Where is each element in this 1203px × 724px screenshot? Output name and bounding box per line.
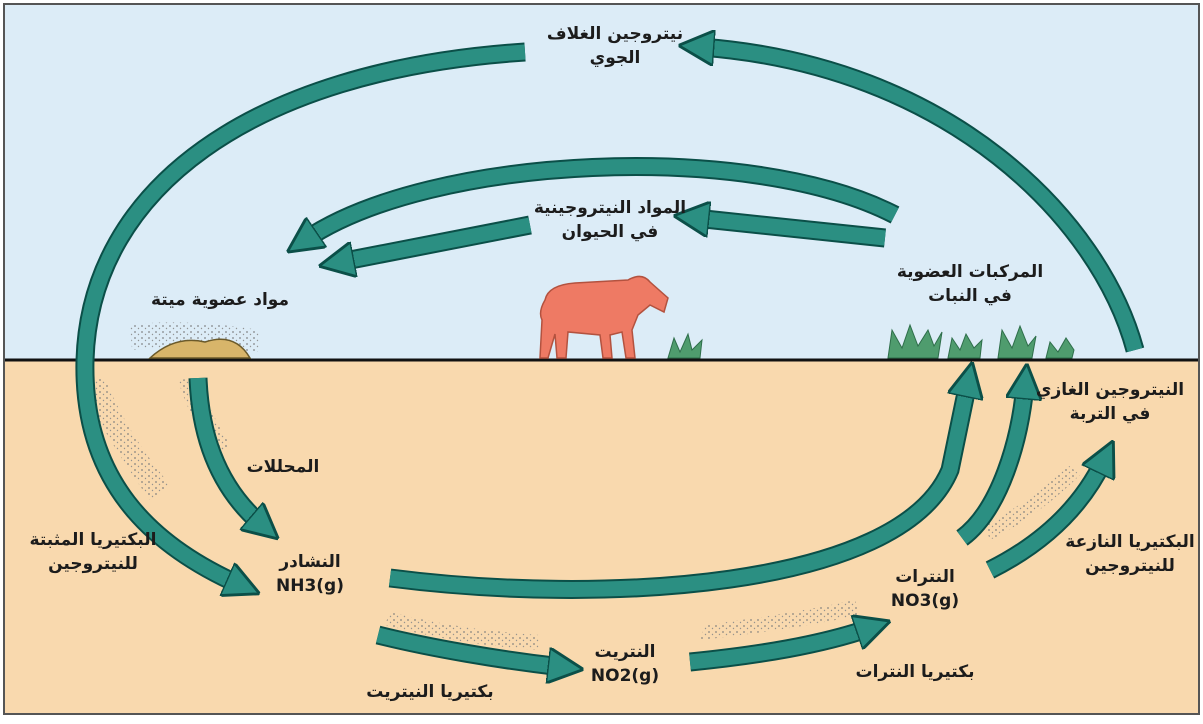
label-nitrogenous-materials-animals: المواد النيتروجينية في الحيوان: [525, 196, 695, 244]
label-decomposers: المحللات: [238, 455, 328, 479]
label-dead-organic-matter: مواد عضوية ميتة: [140, 288, 300, 312]
label-denitrifying-bacteria: البكتيريا النازعة للنيتروجين: [1060, 530, 1200, 578]
label-atmospheric-nitrogen: نيتروجين الغلاف الجوي: [535, 22, 695, 70]
label-gaseous-nitrogen-soil: النيتروجين الغازي في التربة: [1030, 378, 1190, 426]
label-organic-compounds-plants: المركبات العضوية في النبات: [890, 260, 1050, 308]
label-nitrite-bacteria: بكتيريا النيتريت: [350, 680, 510, 704]
label-nitrates: النترات NO3(g): [875, 565, 975, 613]
label-nitrate-bacteria: بكتيريا النترات: [840, 660, 990, 684]
label-nitrites: النتريت NO2(g): [570, 640, 680, 688]
label-nitrogen-fixing-bacteria: البكتيريا المثبتة للنيتروجين: [18, 528, 168, 576]
label-ammonia: النشادر NH3(g): [265, 550, 355, 598]
